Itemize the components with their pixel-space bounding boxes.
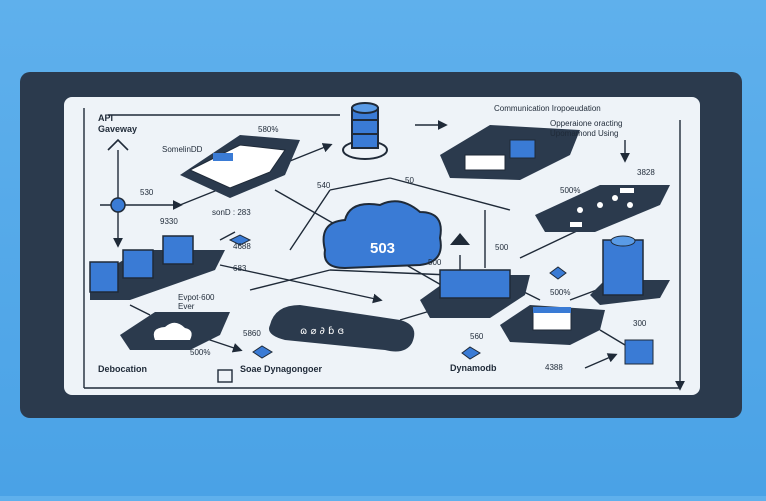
label-5860: 5860 [243, 329, 261, 338]
database-stack-icon [342, 102, 388, 160]
label-upomamond: Upomamond Using [550, 129, 619, 138]
label-500pct-right: 500% [550, 288, 571, 297]
label-dynamodb: Dynamodb [450, 363, 497, 373]
cloud-tile [120, 312, 230, 350]
api-gateway-node [107, 138, 129, 213]
label-580pct: 580% [258, 125, 279, 134]
printer-tile [440, 125, 580, 180]
label-4688: 4688 [233, 242, 251, 251]
connector-lines [83, 108, 685, 391]
label-sond: sonD : 283 [212, 208, 251, 217]
label-683: 683 [233, 264, 247, 273]
label-evpot: Evpot·600 [178, 293, 215, 302]
label-500pct-left: 500% [190, 348, 211, 357]
label-ever: Ever [178, 302, 195, 311]
label-api: API [98, 113, 114, 123]
label-50: 50 [405, 176, 414, 185]
server-tower-icon [590, 235, 670, 305]
label-3828: 3828 [637, 168, 655, 177]
cloud-503-icon [322, 200, 442, 270]
pill-tile: ɷ ⌀ ∂ ɓ ɞ [269, 305, 415, 352]
label-somelindd: SomelinDD [162, 145, 203, 154]
document-tile [180, 135, 300, 198]
network-graph-tile [535, 185, 670, 232]
server-cubes-tile [89, 235, 225, 300]
cloud-503-label: 503 [370, 240, 396, 257]
label-opperaione: Opperaione oracting [550, 119, 623, 128]
label-530: 530 [140, 188, 154, 197]
label-560: 560 [470, 332, 484, 341]
label-soae-dynagongoer: Soae Dynagongoer [240, 364, 323, 374]
svg-text:ɷ ⌀ ∂ ɓ ɞ: ɷ ⌀ ∂ ɓ ɞ [300, 326, 344, 337]
label-500-b: 500 [495, 243, 509, 252]
label-300: 300 [633, 319, 647, 328]
label-9330: 9330 [160, 217, 178, 226]
label-500pct-top: 500% [560, 186, 581, 195]
label-communication: Communication Iropoeudation [494, 104, 601, 113]
layers-tile [500, 305, 605, 345]
small-blue-chips [228, 234, 654, 365]
central-cube-tile [420, 233, 530, 318]
label-debocation: Debocation [98, 364, 148, 374]
label-540: 540 [317, 181, 331, 190]
label-4388: 4388 [545, 363, 563, 372]
label-api-gateway: Gaveway [98, 124, 138, 134]
label-500-a: 500 [428, 258, 442, 267]
